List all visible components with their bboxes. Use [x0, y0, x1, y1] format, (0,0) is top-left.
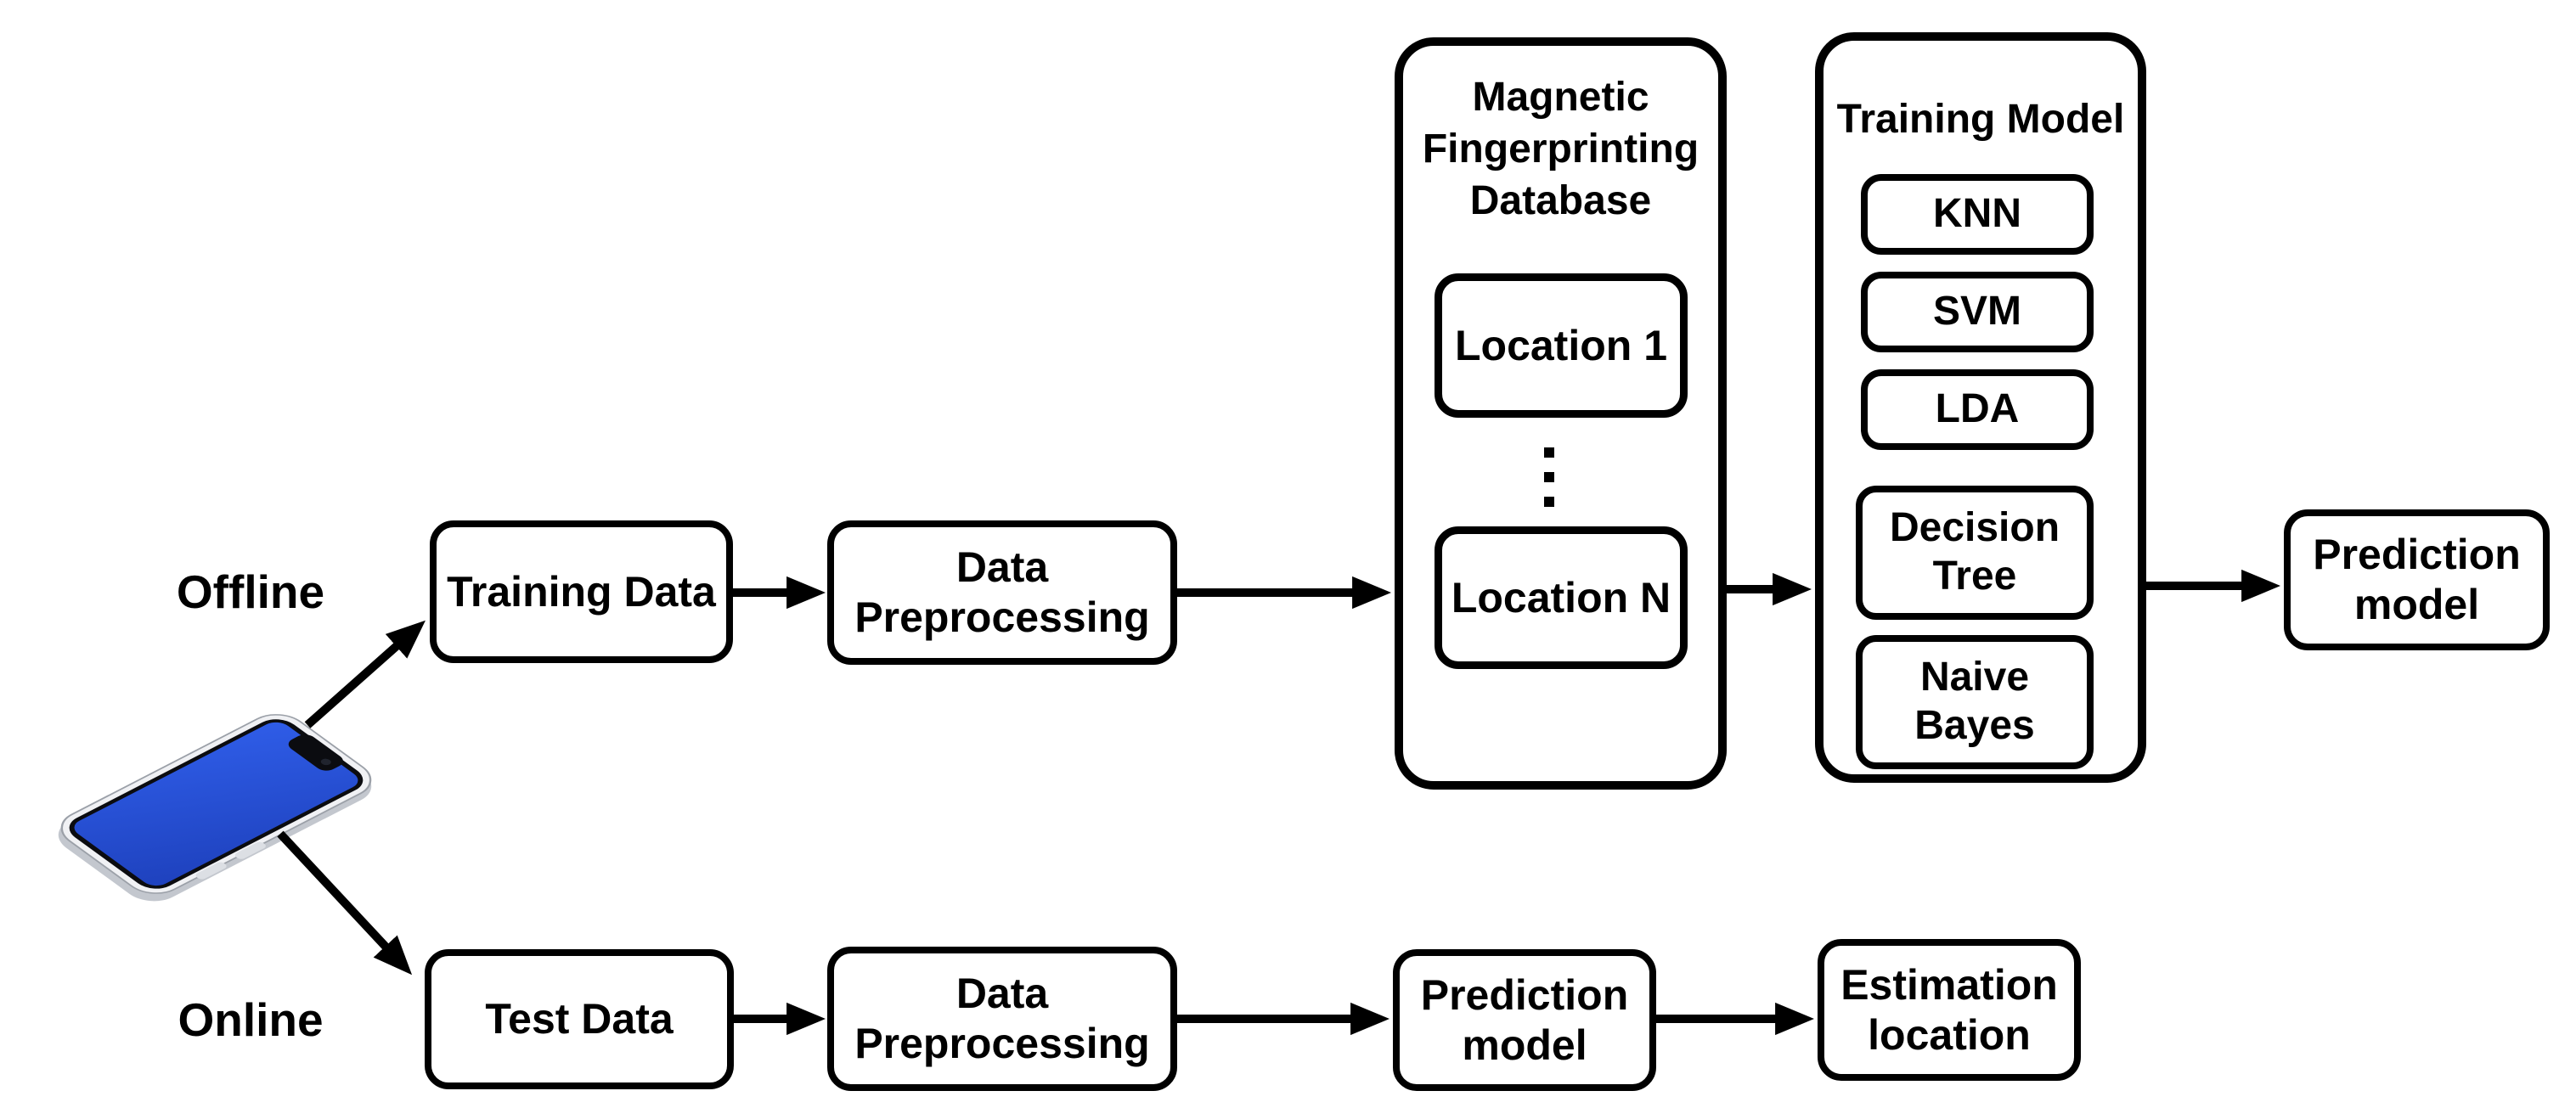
- container-magnetic-fingerprinting-database: Magnetic Fingerprinting Database Locatio…: [1395, 37, 1727, 790]
- node-data-preprocessing-online: Data Preprocessing: [827, 947, 1177, 1091]
- arrow-phone-to-test-data: [277, 830, 413, 976]
- training-model-title: Training Model: [1836, 97, 2125, 142]
- phase-label-offline: Offline: [176, 565, 325, 618]
- phone-camera: [320, 758, 331, 766]
- node-svm: SVM: [1861, 272, 2094, 352]
- node-decision-tree: Decision Tree: [1856, 486, 2094, 620]
- database-title: Magnetic Fingerprinting Database: [1422, 75, 1699, 223]
- node-knn: KNN: [1861, 174, 2094, 255]
- container-training-model: Training Model KNN SVM LDA Decision Tree…: [1815, 32, 2146, 783]
- node-training-data: Training Data: [430, 520, 733, 663]
- ellipsis-dot: [1544, 472, 1554, 482]
- phone-button: [195, 862, 227, 880]
- arrow-phone-to-training-data: [304, 620, 426, 728]
- phone-button: [234, 841, 266, 859]
- node-location-1: Location 1: [1435, 273, 1688, 418]
- node-prediction-model-online: Prediction model: [1393, 949, 1656, 1091]
- node-location-n: Location N: [1435, 526, 1688, 669]
- smartphone-icon: [58, 714, 372, 902]
- node-prediction-model-offline: Prediction model: [2284, 509, 2550, 650]
- vertical-ellipsis-icon: [1544, 447, 1554, 507]
- node-estimation-location: Estimation location: [1818, 939, 2081, 1081]
- phase-label-online: Online: [178, 993, 324, 1046]
- ellipsis-dot: [1544, 447, 1554, 458]
- ellipsis-dot: [1544, 497, 1554, 507]
- phone-screen: [74, 722, 358, 886]
- node-lda: LDA: [1861, 369, 2094, 450]
- node-test-data: Test Data: [425, 949, 734, 1089]
- node-naive-bayes: Naive Bayes: [1856, 635, 2094, 769]
- node-data-preprocessing-offline: Data Preprocessing: [827, 520, 1177, 665]
